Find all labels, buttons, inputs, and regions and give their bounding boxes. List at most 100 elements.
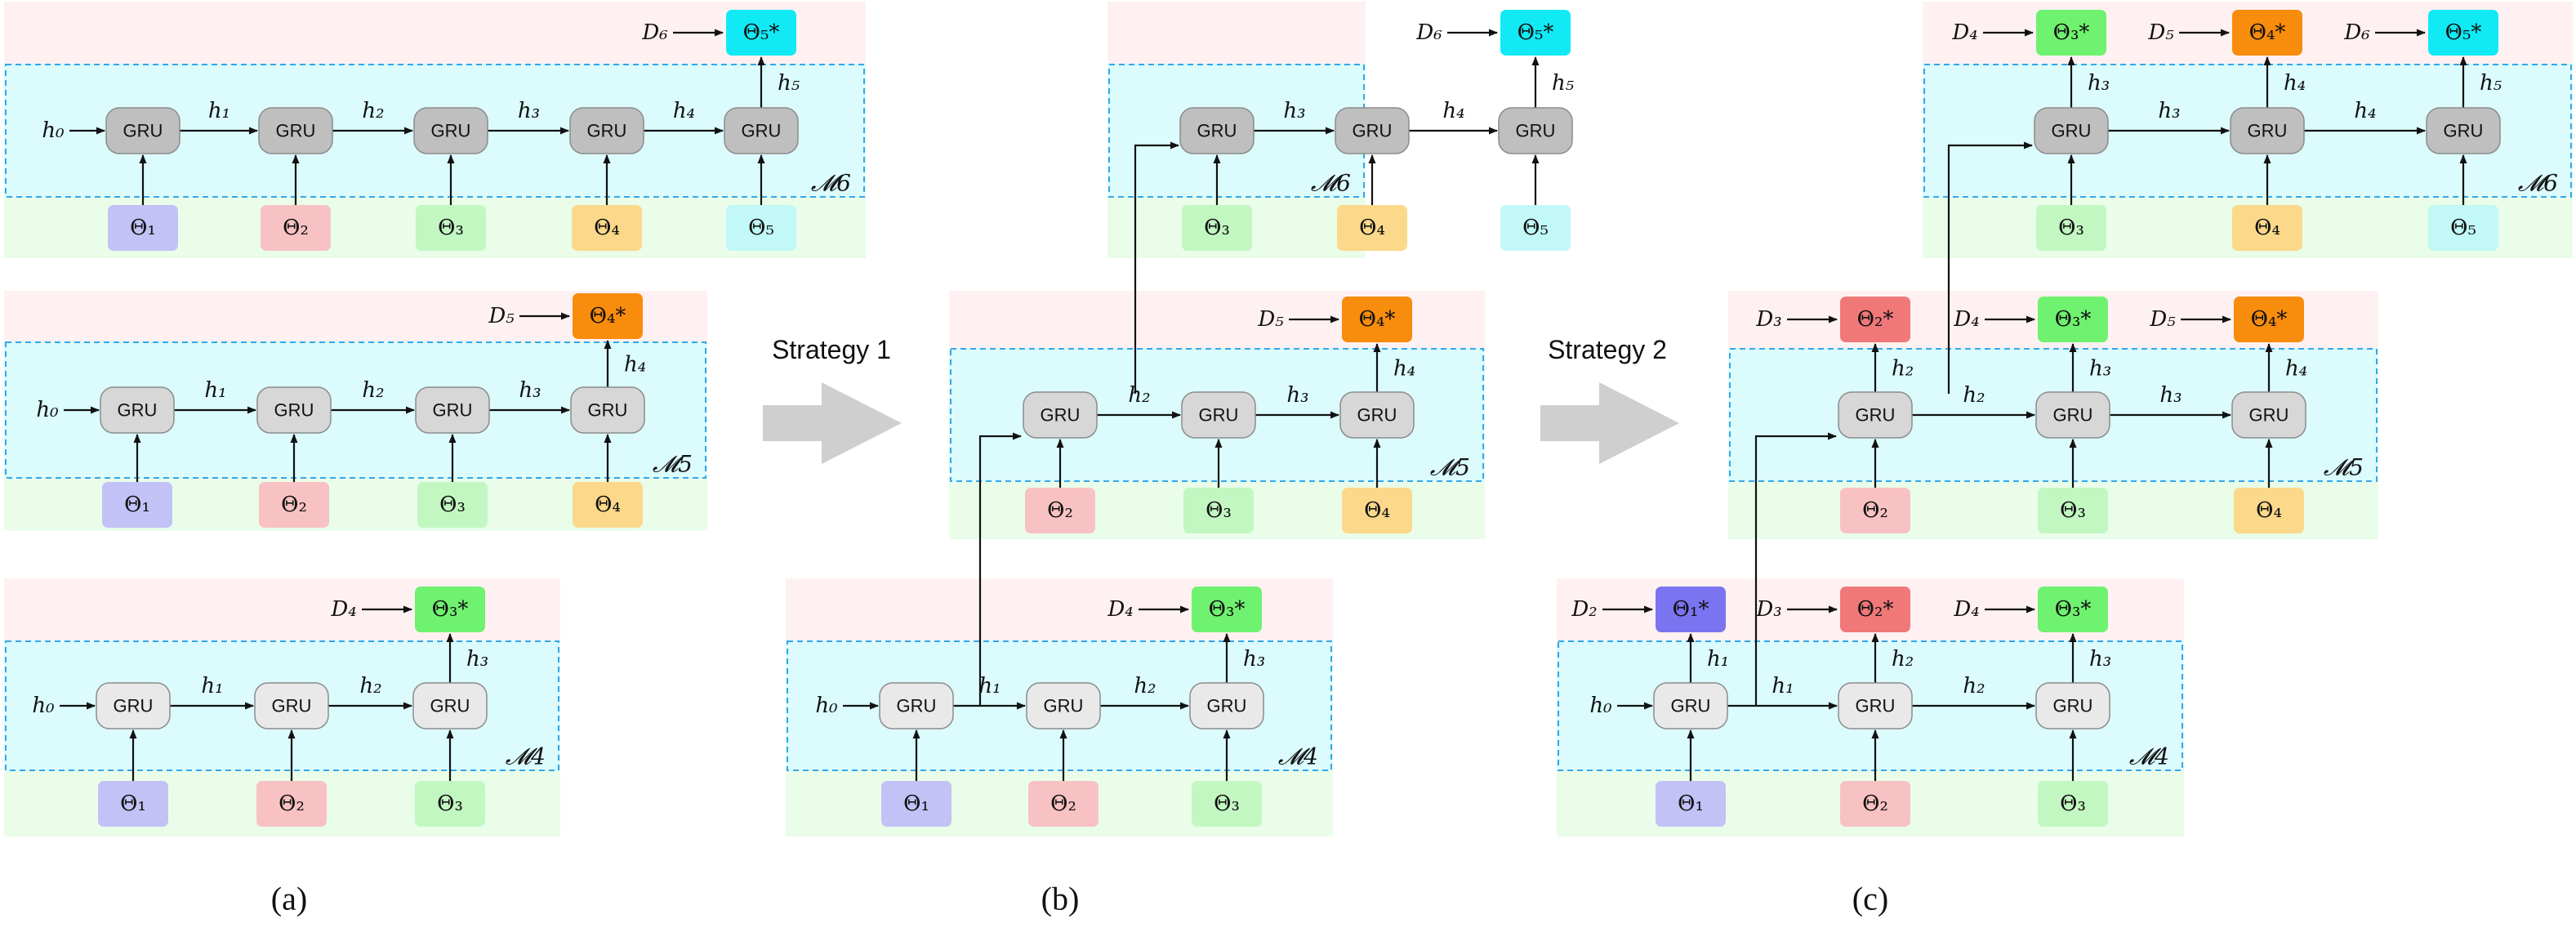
model-M5-label: 𝓜5 xyxy=(1430,454,1470,481)
model-M6-dashed-border xyxy=(1923,64,2572,198)
model-M4-dashed-border xyxy=(787,640,1332,771)
model-M6-dashed-border xyxy=(1108,64,1365,198)
hidden-state-label: h₃ xyxy=(2158,99,2180,123)
param-box xyxy=(102,482,172,528)
theta-label: Θ₁ xyxy=(120,792,146,816)
gru-cell xyxy=(724,107,799,154)
hidden-state-label: h₂ xyxy=(1963,674,1985,698)
hidden-state-label: h₄ xyxy=(673,99,695,123)
param-box xyxy=(1840,781,1910,827)
gru-label: GRU xyxy=(897,696,937,716)
optimal-theta-label: Θ₅* xyxy=(743,20,780,45)
gru-cell xyxy=(96,682,171,729)
gru-cell xyxy=(1023,391,1098,439)
optimal-theta-label: Θ₄* xyxy=(590,304,626,328)
theta-label: Θ₁ xyxy=(1678,792,1704,816)
model-M5-dashed-border xyxy=(1729,348,2378,482)
param-box xyxy=(1337,205,1407,251)
theta-label: Θ₂ xyxy=(1862,792,1888,816)
hidden-state-label: h₀ xyxy=(1589,694,1612,718)
optimal-theta-label: Θ₂* xyxy=(1857,597,1894,622)
model-M6-label: 𝓜6 xyxy=(811,170,851,197)
model-M4-dashed-border xyxy=(5,640,559,771)
theta-label: Θ₄ xyxy=(2254,216,2280,240)
model-M4-label: 𝓜4 xyxy=(506,743,546,770)
gru-label: GRU xyxy=(1044,696,1084,716)
gru-label: GRU xyxy=(274,400,314,421)
hidden-state-label: h₃ xyxy=(2089,647,2111,671)
dataset-label: D₅ xyxy=(1257,307,1284,332)
transfer-arrow-h2 xyxy=(1947,141,2033,394)
hidden-state-label: h₂ xyxy=(1963,383,1985,408)
param-box xyxy=(2036,205,2106,251)
gru-cell xyxy=(258,107,333,154)
param-box xyxy=(1025,488,1095,533)
gru-label: GRU xyxy=(1516,121,1556,141)
theta-label: Θ₂ xyxy=(1862,498,1888,523)
hidden-state-label: h₂ xyxy=(362,378,384,403)
theta-label: Θ₄ xyxy=(1359,216,1385,240)
gru-label: GRU xyxy=(1856,696,1896,716)
gru-cell xyxy=(100,386,175,434)
param-box xyxy=(1183,488,1254,533)
output-param-box xyxy=(1840,587,1910,632)
theta-label: Θ₃ xyxy=(1214,792,1240,816)
gru-label: GRU xyxy=(2444,121,2484,141)
param-box xyxy=(726,205,796,251)
param-box xyxy=(2038,488,2108,533)
output-param-box xyxy=(2038,587,2108,632)
gru-cell xyxy=(415,386,490,434)
param-box xyxy=(416,205,486,251)
param-box xyxy=(256,781,327,827)
hidden-state-label: h₃ xyxy=(518,99,540,123)
hidden-state-label: h₃ xyxy=(519,378,541,403)
hidden-state-label: h₁ xyxy=(204,378,226,403)
optimal-theta-label: Θ₃* xyxy=(1209,597,1246,622)
gru-label: GRU xyxy=(587,121,627,141)
hidden-state-label: h₂ xyxy=(362,99,384,123)
optimal-theta-label: Θ₃* xyxy=(432,597,469,622)
model-M6-label: 𝓜6 xyxy=(1311,170,1351,197)
theta-label: Θ₁ xyxy=(124,493,150,517)
hidden-state-label: h₃ xyxy=(2089,357,2111,381)
dataset-label: D₄ xyxy=(1953,597,1979,622)
output-param-box xyxy=(2428,10,2498,56)
param-box xyxy=(98,781,168,827)
output-param-box xyxy=(1840,297,1910,342)
gru-label: GRU xyxy=(1353,121,1393,141)
gru-label: GRU xyxy=(2249,405,2289,426)
param-box xyxy=(2232,205,2302,251)
output-param-box xyxy=(2036,10,2106,56)
optimal-theta-label: Θ₄* xyxy=(2249,20,2286,45)
gru-cell xyxy=(570,386,645,434)
theta-label: Θ₅ xyxy=(748,216,774,240)
theta-label: Θ₄ xyxy=(594,216,620,240)
optimal-theta-label: Θ₃* xyxy=(2053,20,2090,45)
param-box xyxy=(108,205,178,251)
dataset-label: D₆ xyxy=(2343,20,2369,45)
model-M5-dashed-border xyxy=(950,348,1484,482)
hidden-state-label: h₄ xyxy=(1442,99,1464,123)
hidden-state-label: h₂ xyxy=(1892,357,1914,381)
gru-cell xyxy=(1335,107,1410,154)
theta-label: Θ₄ xyxy=(595,493,621,517)
hidden-state-label: h₃ xyxy=(1283,99,1305,123)
gru-cell xyxy=(412,682,488,729)
model-M5-dashed-border xyxy=(5,341,706,479)
param-box xyxy=(572,205,642,251)
hidden-state-label: h₅ xyxy=(1552,71,1575,96)
hidden-state-label: h₄ xyxy=(2285,357,2307,381)
gru-label: GRU xyxy=(430,696,470,716)
param-box xyxy=(1192,781,1262,827)
model-M6-label: 𝓜6 xyxy=(2518,170,2558,197)
gru-label: GRU xyxy=(1856,405,1896,426)
gru-cell xyxy=(1838,682,1913,729)
theta-label: Θ₂ xyxy=(279,792,305,816)
hidden-state-label: h₁ xyxy=(1707,647,1729,671)
dataset-label: D₂ xyxy=(1571,597,1597,622)
gru-label: GRU xyxy=(1199,405,1239,426)
model-M4-label: 𝓜4 xyxy=(2129,743,2169,770)
model-M4-label: 𝓜4 xyxy=(1278,743,1318,770)
param-box xyxy=(417,482,488,528)
gru-label: GRU xyxy=(1041,405,1081,426)
